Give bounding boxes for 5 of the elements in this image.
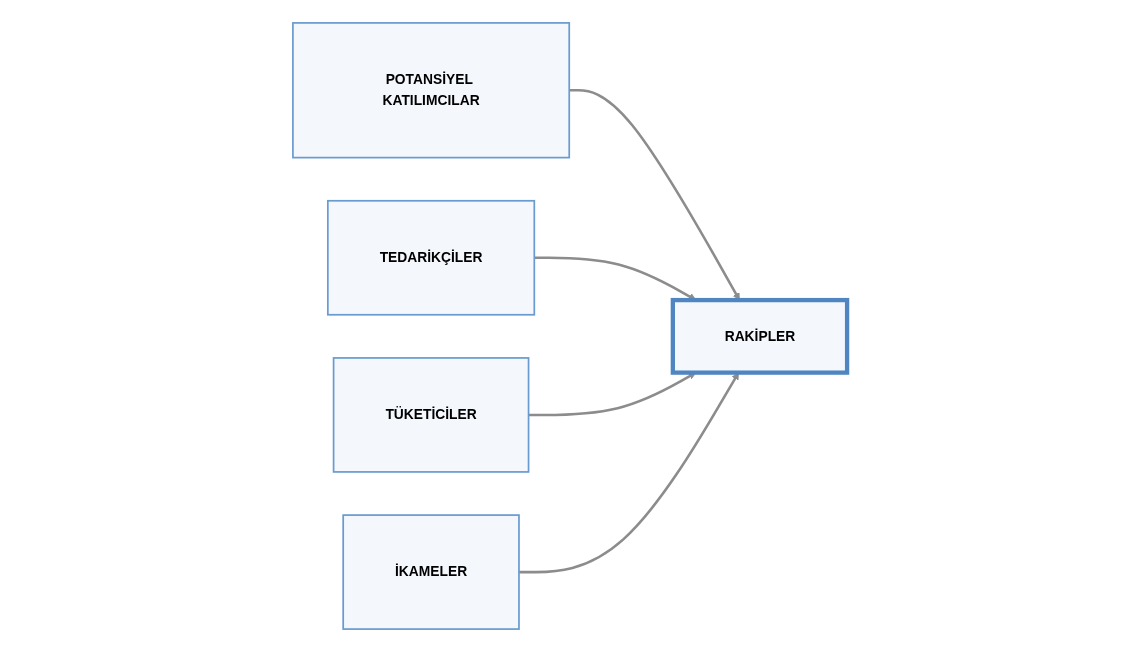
node-box: RAKİPLER (670, 297, 849, 375)
node-box: TEDARİKÇİLER (326, 199, 535, 316)
node-box: TÜKETİCİLER (332, 356, 529, 473)
node-box: İKAMELER (341, 513, 520, 630)
node-box: POTANSİYEL KATILIMCILAR (291, 21, 570, 158)
